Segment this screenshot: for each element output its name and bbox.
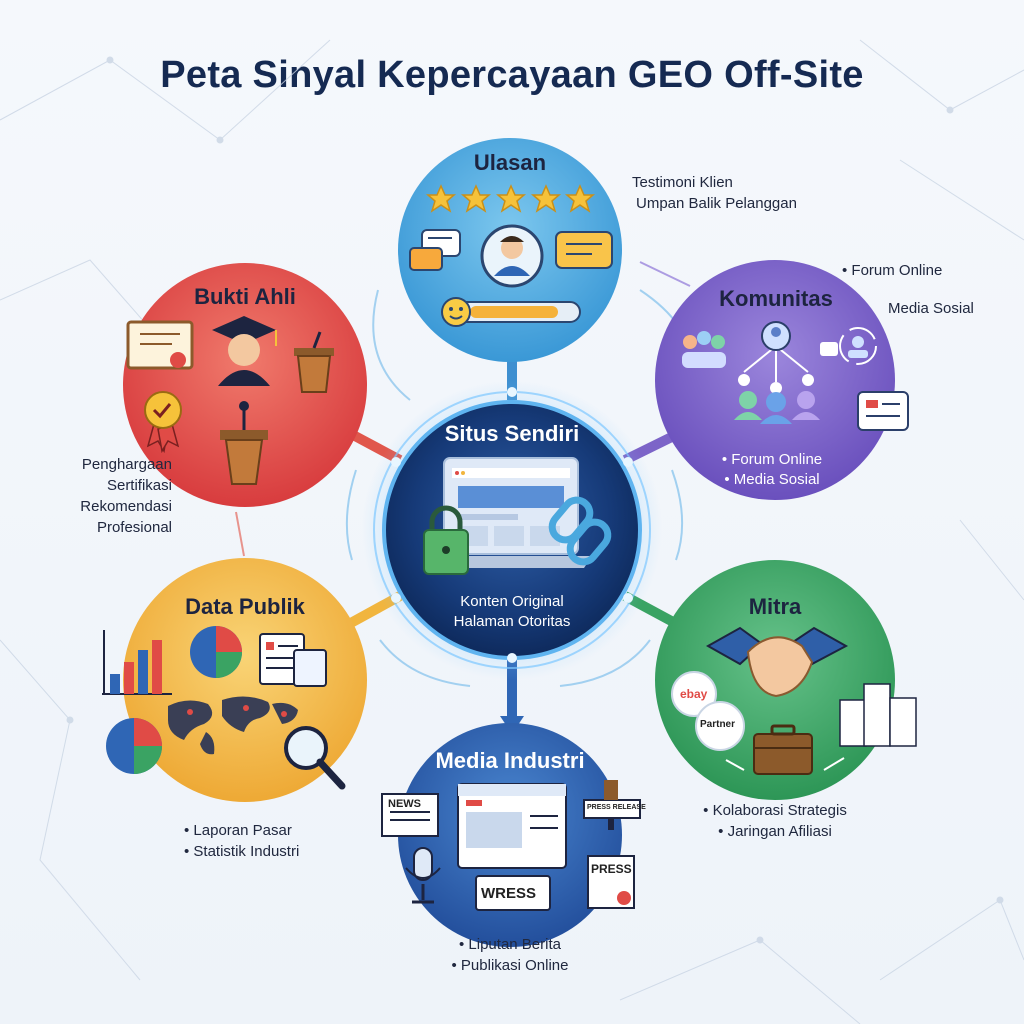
- lock-icon: [423, 505, 469, 575]
- mitra-title: Mitra: [748, 594, 802, 619]
- komunitas-inner-forum: • Forum Online: [721, 451, 823, 468]
- exchange-arrows-icon: [725, 757, 845, 771]
- mitra-ext-jaringan: • Jaringan Afiliasi: [718, 823, 832, 840]
- community-network-icon: [743, 345, 809, 382]
- satisfaction-slider-icon: [441, 297, 581, 327]
- podium-icon: [294, 331, 334, 393]
- ulasan-ext-umpan: Umpan Balik Pelanggan: [636, 195, 797, 212]
- ebay-logo: ebay: [680, 687, 708, 701]
- press-badge: PRESS: [591, 862, 632, 876]
- komunitas-ext-forum: • Forum Online: [842, 262, 943, 279]
- media-industri-title: Media Industri: [435, 748, 585, 773]
- handshake-icon: [705, 626, 849, 698]
- bukti-ext-sertifikasi: Sertifikasi: [106, 477, 172, 494]
- situs-item-halaman: Halaman Otoritas: [453, 613, 571, 630]
- bukti-ahli-title: Bukti Ahli: [194, 284, 296, 309]
- page-title: Peta Sinyal Kepercayaan GEO Off-Site: [160, 54, 864, 96]
- situs-item-konten: Konten Original: [460, 593, 564, 610]
- partner-logo-badges: [671, 671, 745, 751]
- certificate-icon: [126, 320, 194, 370]
- newspaper-icon: [381, 793, 439, 837]
- situs-sendiri-title: Situs Sendiri: [444, 421, 580, 446]
- bukti-ext-penghargaan: Penghargaan: [81, 456, 172, 473]
- media-ext-publikasi: • Publikasi Online: [451, 957, 569, 974]
- magnifier-icon: [284, 726, 346, 790]
- pie-chart-icon: [106, 626, 242, 774]
- briefcase-icon: [753, 724, 813, 775]
- partner-logo: Partner: [700, 719, 736, 730]
- mitra-ext-list: • Kolaborasi Strategis • Jaringan Afilia…: [670, 800, 880, 842]
- ulasan-ext-list: Testimoni Klien Umpan Balik Pelanggan: [632, 172, 797, 214]
- ulasan-ext-testimoni: Testimoni Klien: [632, 174, 733, 191]
- bukti-ext-profesional: Profesional: [96, 519, 172, 536]
- komunitas-ext-sosial: Media Sosial: [888, 300, 974, 317]
- star-rating-icon: [425, 184, 596, 213]
- wress-badge: WRESS: [481, 885, 537, 902]
- office-buildings-icon: [839, 683, 917, 747]
- press-sign-icon: [475, 855, 635, 911]
- data-ext-statistik: • Statistik Industri: [184, 843, 300, 860]
- profile-sync-icon: [820, 327, 877, 365]
- bukti-ext-list: Penghargaan Sertifikasi Rekomendasi Prof…: [30, 454, 172, 538]
- chain-link-icon: [548, 496, 612, 566]
- mitra-ext-kolaborasi: • Kolaborasi Strategis: [703, 802, 847, 819]
- customer-avatar-icon: [480, 224, 544, 288]
- message-bubble-icon: [555, 231, 613, 269]
- graduate-avatar-icon: [212, 316, 277, 386]
- media-ext-liputan: • Liputan Berita: [459, 936, 561, 953]
- forum-post-icon: [857, 391, 909, 431]
- data-ext-list: • Laporan Pasar • Statistik Industri: [184, 820, 299, 862]
- news-badge: NEWS: [388, 798, 421, 810]
- bukti-ext-rekomendasi: Rekomendasi: [80, 498, 172, 515]
- report-document-icon: [259, 633, 327, 687]
- data-ext-laporan: • Laporan Pasar: [184, 822, 292, 839]
- chat-bubble-icon: [409, 229, 461, 271]
- media-ext-list: • Liputan Berita • Publikasi Online: [410, 934, 610, 976]
- komunitas-inner-list: • Forum Online • Media Sosial: [672, 450, 872, 490]
- ulasan-title: Ulasan: [473, 150, 547, 175]
- microphone-icon: [405, 847, 441, 904]
- world-map-icon: [168, 696, 298, 755]
- news-website-icon: [457, 783, 567, 869]
- lectern-mic-icon: [220, 401, 268, 485]
- press-release-badge: PRESS RELEASE: [587, 804, 646, 811]
- press-release-icon: [583, 780, 641, 830]
- background-network: [0, 39, 1024, 1024]
- komunitas-inner-sosial: • Media Sosial: [724, 471, 820, 488]
- people-group-icon: [682, 321, 820, 424]
- data-publik-title: Data Publik: [185, 594, 305, 619]
- bar-chart-icon: [102, 630, 172, 695]
- situs-sendiri-list: Konten Original Halaman Otoritas: [402, 592, 622, 632]
- komunitas-title: Komunitas: [719, 286, 833, 311]
- award-badge-icon: [144, 391, 182, 454]
- center-node-dots: [391, 387, 633, 663]
